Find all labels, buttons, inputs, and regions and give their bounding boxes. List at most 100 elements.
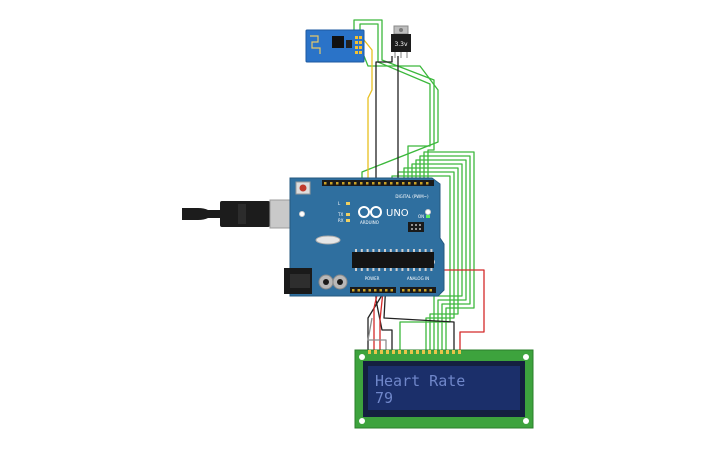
microcontroller-chip: [352, 252, 434, 268]
digital-pins: [324, 182, 429, 185]
header-pin: [407, 289, 410, 292]
mounting-hole: [359, 354, 365, 360]
arduino-brand: ARDUINO: [360, 220, 379, 225]
header-pin: [395, 249, 398, 252]
header-pin: [424, 289, 427, 292]
mounting-hole: [425, 209, 431, 215]
header-pin: [440, 350, 443, 354]
header-pin: [458, 350, 461, 354]
wire-green[interactable]: [411, 163, 463, 350]
header-pin: [336, 182, 339, 185]
regulator-label: 3.3v: [394, 41, 408, 48]
header-pin: [395, 268, 398, 271]
header-pin: [446, 350, 449, 354]
on-led: [426, 215, 430, 218]
header-pin: [410, 350, 413, 354]
header-pin: [380, 350, 383, 354]
header-pin: [402, 182, 405, 185]
lcd-screen: [368, 366, 520, 410]
header-pin: [355, 249, 357, 252]
header-pin: [378, 182, 381, 185]
header-pin: [401, 249, 404, 252]
header-pin: [407, 268, 410, 271]
header-pin: [366, 182, 369, 185]
tx-led-label: TX: [337, 212, 343, 217]
arduino-uno-board[interactable]: DIGITAL (PWM~) L TX RX ARDUINO UNO ON: [284, 177, 445, 297]
header-pin: [418, 249, 421, 252]
header-pin: [420, 182, 423, 185]
header-pin: [372, 182, 375, 185]
analog-label: ANALOG IN: [407, 276, 429, 281]
header-pin: [413, 289, 416, 292]
voltage-regulator[interactable]: 3.3v: [391, 25, 411, 58]
header-pin: [452, 350, 455, 354]
antenna-trace-icon: [310, 35, 321, 54]
wires: [353, 19, 485, 350]
arduino-logo-icon: [358, 206, 382, 218]
header-pin: [342, 182, 345, 185]
wire-green[interactable]: [423, 151, 475, 350]
chip-legs: [355, 249, 433, 271]
mounting-hole: [299, 211, 305, 217]
header-pin: [392, 350, 395, 354]
header-pin: [352, 289, 355, 292]
header-pin: [414, 182, 417, 185]
header-pin: [430, 249, 433, 252]
lcd-line-2: 79: [375, 389, 393, 407]
wire-black[interactable]: [383, 281, 455, 350]
header-pin: [360, 182, 363, 185]
header-pin: [366, 249, 369, 252]
chip-icon: [346, 40, 352, 48]
header-pin: [424, 249, 427, 252]
wire-green[interactable]: [353, 19, 435, 182]
lcd-module[interactable]: Heart Rate 79: [354, 349, 534, 429]
wire-green[interactable]: [361, 55, 439, 182]
on-led-label: ON: [418, 214, 424, 219]
header-pin: [418, 289, 421, 292]
rx-led-label: RX: [338, 218, 344, 223]
header-pin: [416, 350, 419, 354]
header-pin: [404, 350, 407, 354]
esp8266-module[interactable]: [305, 29, 365, 63]
header-pin: [390, 182, 393, 185]
header-pin: [366, 268, 369, 271]
header-pin: [422, 350, 425, 354]
header-pin: [324, 182, 327, 185]
wire-green[interactable]: [391, 175, 451, 350]
header-pin: [378, 268, 381, 271]
header-pin: [368, 289, 371, 292]
mounting-hole: [523, 418, 529, 424]
header-pin: [374, 289, 377, 292]
header-pin: [407, 249, 410, 252]
wire-green[interactable]: [359, 23, 431, 182]
header-pin: [372, 268, 375, 271]
chip-icon: [332, 36, 344, 48]
header-pin: [389, 268, 392, 271]
header-pin: [390, 289, 393, 292]
header-pin: [418, 268, 421, 271]
header-pin: [378, 249, 381, 252]
header-pin: [389, 249, 392, 252]
lcd-pins: [368, 350, 461, 354]
usb-cable[interactable]: [182, 199, 307, 229]
header-pin: [330, 182, 333, 185]
header-pin: [355, 268, 357, 271]
header-pin: [385, 289, 388, 292]
header-pin: [368, 350, 371, 354]
arduino-model: UNO: [386, 208, 409, 219]
wire-red[interactable]: [400, 269, 485, 350]
header-pin: [428, 350, 431, 354]
header-pin: [360, 268, 363, 271]
header-pin: [424, 268, 427, 271]
icsp-header: [408, 222, 424, 232]
power-label: POWER: [365, 276, 380, 281]
header-pin: [408, 182, 411, 185]
capacitor: [332, 274, 348, 290]
lcd-line-1: Heart Rate: [375, 372, 465, 390]
crystal-oscillator: [315, 235, 341, 245]
mounting-hole: [359, 418, 365, 424]
capacitor: [318, 274, 334, 290]
wire-gray[interactable]: [367, 317, 387, 350]
header-pin: [430, 268, 433, 271]
